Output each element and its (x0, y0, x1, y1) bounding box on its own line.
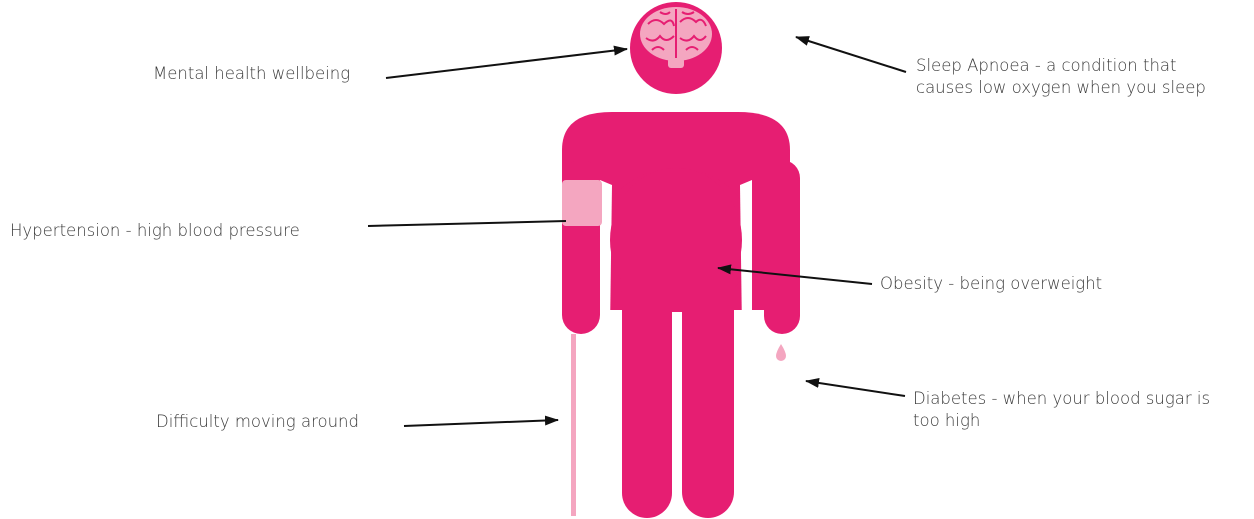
arrow-mental-health (386, 49, 627, 78)
arrow-hypertension (368, 221, 566, 226)
label-diabetes-line2: too high (913, 410, 1210, 432)
blood-pressure-cuff-icon (562, 180, 602, 226)
label-sleep-apnoea-line1: Sleep Apnoea - a condition that (916, 55, 1206, 77)
label-diabetes-line1: Diabetes - when your blood sugar is (913, 388, 1210, 410)
label-mental-health: Mental health wellbeing (153, 63, 350, 85)
walking-cane-icon (571, 334, 576, 516)
arrow-sleep-apnoea (796, 37, 906, 72)
label-difficulty-moving: Difficulty moving around (156, 411, 359, 433)
label-obesity: Obesity - being overweight (880, 273, 1102, 295)
label-hypertension: Hypertension - high blood pressure (10, 220, 300, 242)
label-sleep-apnoea: Sleep Apnoea - a condition that causes l… (916, 55, 1206, 99)
blood-drop-icon (776, 344, 786, 361)
arrow-difficulty-moving (404, 420, 558, 426)
label-diabetes: Diabetes - when your blood sugar is too … (913, 388, 1210, 432)
right-arm (764, 160, 800, 334)
arrow-diabetes (806, 381, 905, 396)
label-sleep-apnoea-line2: causes low oxygen when you sleep (916, 77, 1206, 99)
